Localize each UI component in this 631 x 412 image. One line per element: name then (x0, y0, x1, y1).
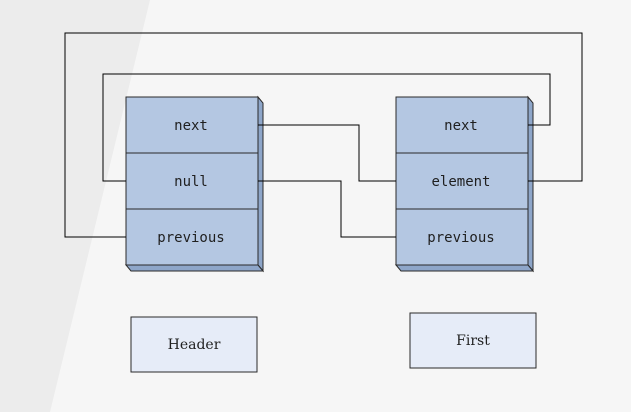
first-label-box: First (409, 312, 537, 369)
header-node: next null previous (124, 95, 265, 273)
first-next-label: next (444, 118, 478, 134)
first-label-text: First (456, 333, 490, 349)
header-next-label: next (174, 118, 208, 134)
header-node-side-face (257, 95, 264, 273)
first-node-side-face (527, 95, 534, 273)
first-node: next element previous (394, 95, 535, 273)
first-previous-label: previous (427, 230, 494, 246)
first-previous-cell: previous (395, 208, 529, 266)
first-node-bottom-face (394, 264, 535, 272)
header-previous-cell: previous (125, 208, 259, 266)
first-element-label: element (431, 174, 490, 190)
header-label-text: Header (168, 337, 221, 353)
header-next-cell: next (125, 96, 259, 154)
first-next-cell: next (395, 96, 529, 154)
connector-header-next-to-first-element (258, 124, 396, 182)
header-previous-label: previous (157, 230, 224, 246)
header-label-box: Header (130, 316, 258, 373)
connector-header-null-to-first-previous (258, 180, 396, 238)
connector-first-element-to-header-previous (64, 32, 583, 238)
connector-first-next-to-header-null (102, 73, 551, 182)
header-null-cell: null (125, 152, 259, 210)
first-element-cell: element (395, 152, 529, 210)
header-null-label: null (174, 174, 208, 190)
header-node-bottom-face (124, 264, 265, 272)
